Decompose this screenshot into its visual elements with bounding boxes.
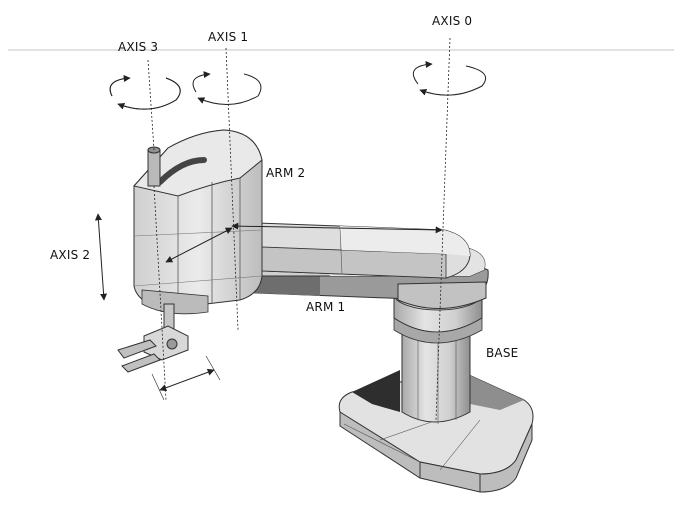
axis1-label: AXIS 1 — [208, 30, 249, 44]
rotation-icon-axis0 — [412, 60, 486, 96]
arm2-label: ARM 2 — [266, 166, 306, 180]
gripper-part — [117, 303, 189, 373]
arm1-label: ARM 1 — [306, 300, 346, 314]
base-part — [338, 277, 534, 493]
base-label: BASE — [486, 346, 519, 360]
axis0-label: AXIS 0 — [432, 14, 473, 28]
dimension-arrows — [94, 213, 443, 401]
rotation-icon-axis1 — [192, 71, 262, 106]
axis3-label: AXIS 3 — [118, 40, 159, 54]
rotation-icon-axis3 — [109, 74, 181, 110]
axis-guides — [147, 37, 451, 421]
axis2-label: AXIS 2 — [50, 248, 91, 262]
head-housing — [133, 129, 263, 315]
arm2-part — [229, 221, 471, 279]
